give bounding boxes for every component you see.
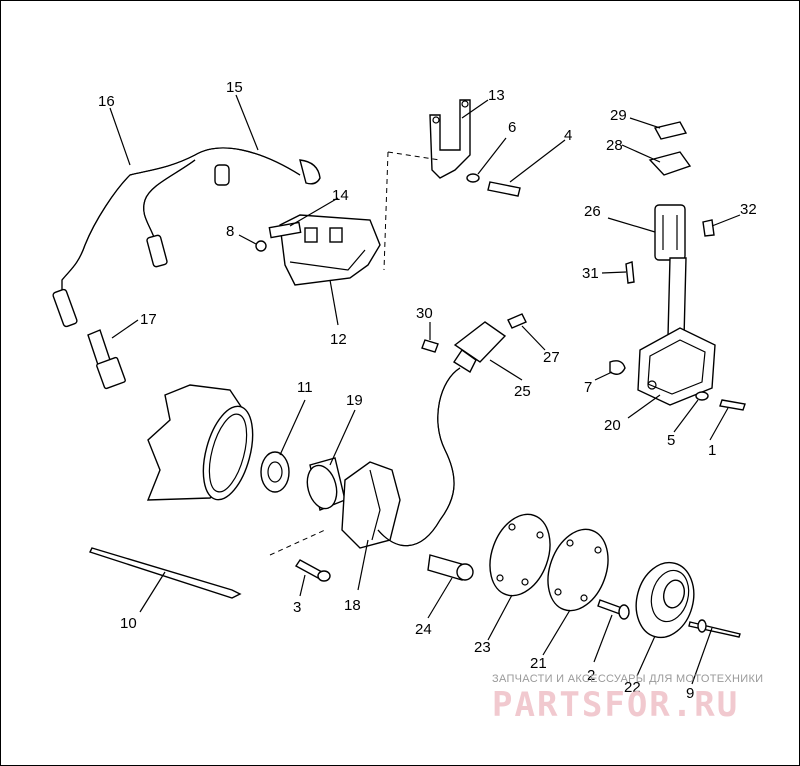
callout-25: 25 bbox=[514, 383, 531, 400]
rotor-cup bbox=[306, 457, 346, 511]
callout-1: 1 bbox=[708, 442, 716, 459]
ignition-coil bbox=[255, 214, 381, 286]
coil-bracket bbox=[383, 99, 521, 271]
callout-28: 28 bbox=[606, 137, 623, 154]
trigger-connector bbox=[421, 313, 527, 521]
callout-22: 22 bbox=[624, 679, 641, 696]
callout-13: 13 bbox=[488, 87, 505, 104]
spark-plug bbox=[87, 329, 126, 390]
callout-15: 15 bbox=[226, 79, 243, 96]
leader-lines bbox=[109, 94, 741, 685]
callout-12: 12 bbox=[330, 331, 347, 348]
callout-11: 11 bbox=[297, 379, 313, 396]
watermark-brand: PARTSFOR.RU bbox=[492, 685, 739, 725]
callout-14: 14 bbox=[332, 187, 349, 204]
callout-10: 10 bbox=[120, 615, 137, 632]
ignition-module bbox=[609, 257, 746, 411]
plug-wire-harness bbox=[52, 147, 321, 328]
callout-17: 17 bbox=[140, 311, 157, 328]
bushing bbox=[260, 451, 290, 493]
callout-18: 18 bbox=[344, 597, 361, 614]
disc-screw bbox=[597, 599, 630, 620]
callout-6: 6 bbox=[508, 119, 516, 136]
sensor-plate bbox=[341, 461, 441, 549]
callout-30: 30 bbox=[416, 305, 433, 322]
callout-19: 19 bbox=[346, 392, 363, 409]
callout-16: 16 bbox=[98, 93, 115, 110]
callout-27: 27 bbox=[543, 349, 560, 366]
callout-8: 8 bbox=[226, 223, 234, 240]
callout-5: 5 bbox=[667, 432, 675, 449]
callout-labels: 1 2 3 4 5 6 7 8 9 10 11 12 13 14 15 16 1… bbox=[98, 79, 757, 702]
callout-20: 20 bbox=[604, 417, 621, 434]
trigger-disc-21 bbox=[547, 528, 609, 612]
callout-32: 32 bbox=[740, 201, 757, 218]
pulley bbox=[635, 561, 695, 639]
watermark: ЗАПЧАСТИ И АКСЕССУАРЫ ДЛЯ МОТОТЕХНИКИ PA… bbox=[492, 673, 763, 725]
callout-9: 9 bbox=[686, 685, 694, 702]
callout-31: 31 bbox=[582, 265, 599, 282]
pulley-pin bbox=[688, 619, 741, 638]
callout-24: 24 bbox=[415, 621, 432, 638]
callout-21: 21 bbox=[530, 655, 547, 672]
engine-cover-outline bbox=[146, 384, 254, 501]
connector-group bbox=[625, 121, 715, 284]
trigger-disc-23 bbox=[489, 513, 551, 597]
callout-3: 3 bbox=[293, 599, 301, 616]
callout-29: 29 bbox=[610, 107, 627, 124]
watermark-subtitle: ЗАПЧАСТИ И АКСЕССУАРЫ ДЛЯ МОТОТЕХНИКИ bbox=[492, 673, 763, 685]
callout-4: 4 bbox=[564, 127, 572, 144]
callout-26: 26 bbox=[584, 203, 601, 220]
sensor-screw bbox=[269, 529, 331, 582]
rotor-shaft bbox=[427, 554, 474, 581]
callout-7: 7 bbox=[584, 379, 592, 396]
callout-2: 2 bbox=[587, 667, 595, 684]
callout-23: 23 bbox=[474, 639, 491, 656]
